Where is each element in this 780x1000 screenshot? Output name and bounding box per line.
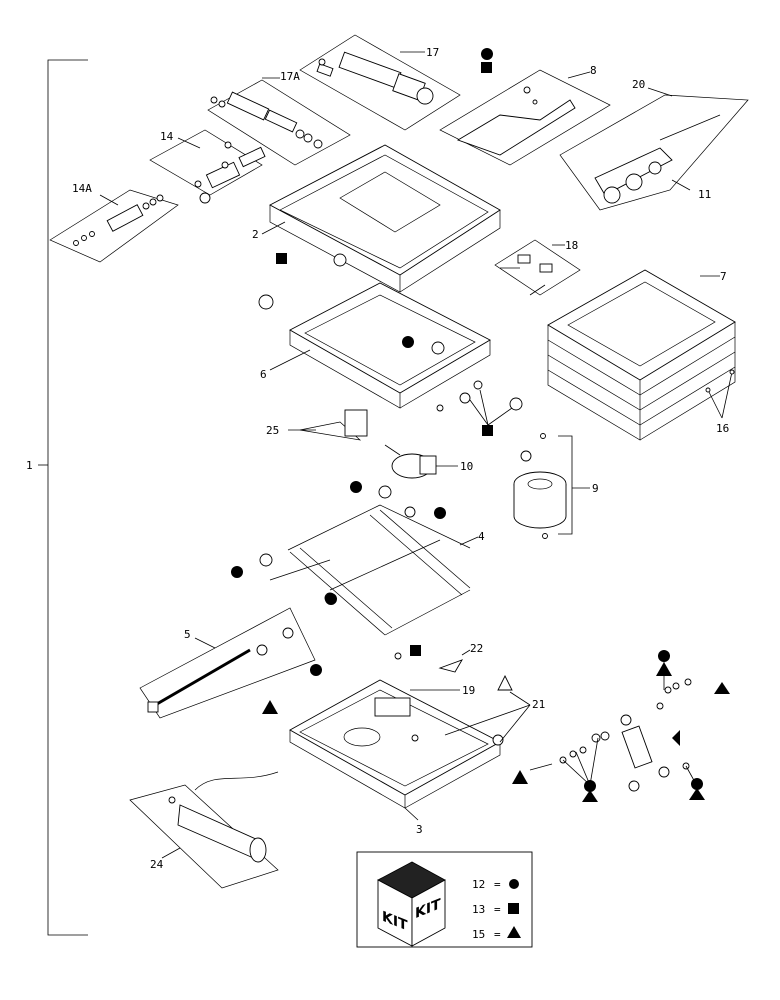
part-5-shaft [139, 607, 316, 719]
square-kit-symbol [508, 903, 519, 914]
legend-number-13: 13 [472, 903, 485, 916]
assembly-bracket [38, 59, 88, 936]
callout-6: 6 [260, 368, 267, 381]
part-6-middle-frame [269, 282, 491, 409]
legend-number-12: 12 [472, 878, 485, 891]
callout-3: 3 [416, 823, 423, 836]
circle-kit-symbol [509, 879, 519, 889]
triangle-kit-symbol [507, 926, 521, 938]
callout-20: 20 [632, 78, 645, 91]
callout-14: 14 [160, 130, 174, 143]
part-14-valve [149, 129, 266, 204]
part-7-bellows [547, 269, 736, 441]
callout-21: 21 [532, 698, 545, 711]
callout-24: 24 [150, 858, 164, 871]
callout-1: 1 [26, 459, 33, 472]
part-25-cable [288, 409, 368, 441]
callout-2: 2 [252, 228, 259, 241]
callout-9: 9 [592, 482, 599, 495]
kit-box-icon: KIT KIT [377, 861, 446, 947]
part-22-pin [394, 649, 471, 673]
part-14a-rod [49, 189, 179, 263]
callout-18: 18 [565, 239, 578, 252]
part-16-screws [705, 369, 735, 419]
legend-equals-15: = [494, 928, 501, 941]
callout-10: 10 [460, 460, 473, 473]
callout-22: 22 [470, 642, 483, 655]
part-8-bracket-plate [439, 69, 611, 166]
callout-14a: 14A [72, 182, 92, 195]
callout-8: 8 [590, 64, 597, 77]
callout-16: 16 [716, 422, 729, 435]
kit-legend: KIT KIT 12 = 13 = 15 = [356, 851, 533, 948]
bushing-pair [258, 253, 523, 426]
part-9-air-spring [513, 433, 590, 539]
part-24-air-tank [129, 771, 279, 889]
part-2-top-frame [261, 144, 501, 293]
legend-equals-13: = [494, 903, 501, 916]
callout-5: 5 [184, 628, 191, 641]
callout-7: 7 [720, 270, 727, 283]
legend-equals-12: = [494, 878, 501, 891]
part-4-scissor-frame [259, 485, 479, 636]
part-10-compressor [384, 444, 458, 479]
callout-17: 17 [426, 46, 439, 59]
part-21-bumpers [444, 674, 531, 743]
part-17-valve-block [299, 34, 461, 131]
part-17a-cylinder [207, 77, 351, 166]
callout-4: 4 [478, 530, 485, 543]
legend-number-15: 15 [472, 928, 485, 941]
callout-17a: 17A [280, 70, 300, 83]
damper-kit-group [529, 662, 697, 792]
callout-11: 11 [698, 188, 711, 201]
callout-19: 19 [462, 684, 475, 697]
kit-markers [231, 48, 730, 802]
part-18-switch [494, 239, 581, 296]
part-20-control-handle [559, 87, 749, 211]
callout-25: 25 [266, 424, 279, 437]
part-3-base [289, 679, 504, 821]
